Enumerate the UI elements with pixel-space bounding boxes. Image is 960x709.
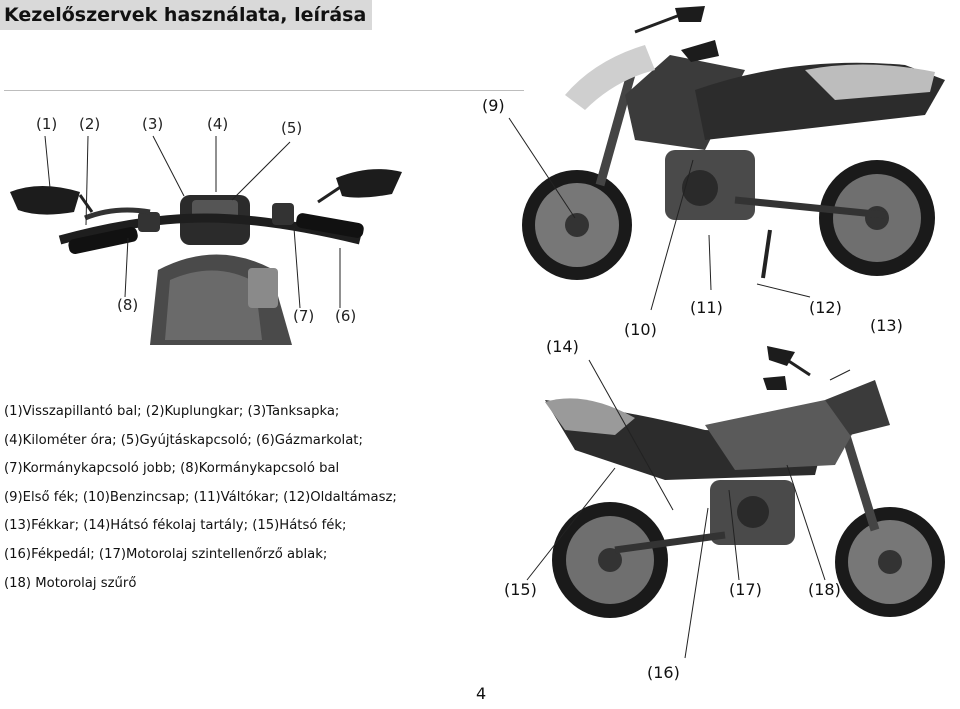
parts-legend: (1)Visszapillantó bal; (2)Kuplungkar; (3… [4, 398, 504, 598]
label-6: (6) [335, 307, 357, 325]
callout-16: (16) [647, 663, 680, 682]
page-number: 4 [476, 684, 487, 703]
label-8: (8) [117, 296, 139, 314]
label-7: (7) [293, 307, 315, 325]
legend-line: (16)Fékpedál; (17)Motorolaj szintellenőr… [4, 546, 328, 562]
callout-10: (10) [624, 320, 657, 339]
handlebar-photo [10, 135, 402, 345]
callout-15: (15) [504, 580, 537, 599]
callout-12: (12) [809, 298, 842, 317]
label-5: (5) [281, 119, 303, 137]
legend-line: (18) Motorolaj szűrő [4, 575, 137, 591]
page-title: Kezelőszervek használata, leírása [0, 0, 373, 30]
legend-line: (9)Első fék; (10)Benzincsap; (11)Váltóka… [4, 489, 397, 505]
label-4: (4) [207, 115, 229, 133]
callout-9: (9) [482, 96, 505, 115]
legend-line: (13)Fékkar; (14)Hátsó fékolaj tartály; (… [4, 518, 347, 534]
label-2: (2) [79, 115, 101, 133]
label-1: (1) [36, 115, 58, 133]
label-3: (3) [142, 115, 164, 133]
legend-line: (4)Kilométer óra; (5)Gyújtáskapcsoló; (6… [4, 432, 363, 448]
callout-14: (14) [546, 337, 579, 356]
legend-line: (1)Visszapillantó bal; (2)Kuplungkar; (3… [4, 404, 340, 419]
title-divider [4, 90, 524, 91]
callout-18: (18) [808, 580, 841, 599]
callout-11: (11) [690, 298, 723, 317]
legend-line: (7)Kormánykapcsoló jobb; (8)Kormánykapcs… [4, 461, 340, 477]
motorcycle-left-photo [526, 346, 945, 659]
callout-13: (13) [870, 316, 903, 335]
callout-17: (17) [729, 580, 762, 599]
motorcycle-right-photo [508, 6, 945, 311]
